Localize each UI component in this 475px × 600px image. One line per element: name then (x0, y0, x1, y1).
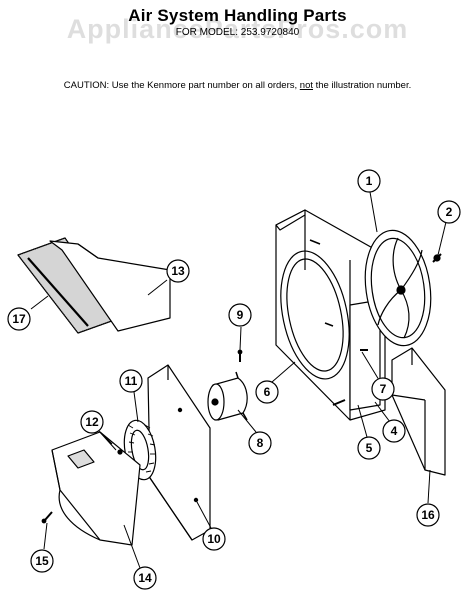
part-screw-2 (432, 253, 442, 263)
caution-emphasis: not (299, 80, 313, 91)
part-panel-16 (391, 347, 446, 476)
callout-label: 8 (257, 436, 264, 450)
callout-label: 11 (125, 374, 138, 388)
callout-label: 6 (264, 385, 271, 399)
caution-note: CAUTION: Use the Kenmore part number on … (0, 80, 475, 91)
callout-label: 7 (380, 382, 387, 396)
part-screw-15 (41, 511, 53, 524)
leader-lines (30, 191, 447, 569)
callout-label: 4 (391, 424, 398, 438)
part-filter-17 (17, 237, 121, 334)
callout-label: 16 (421, 508, 435, 522)
callout-label: 17 (12, 312, 26, 326)
diagram-title: Air System Handling Parts (128, 6, 347, 25)
callout-label: 10 (207, 532, 221, 546)
callout-circles (7, 169, 461, 590)
part-screw-9 (237, 349, 243, 362)
part-clip-12 (117, 449, 123, 455)
callout-label: 13 (171, 264, 185, 278)
callout-label: 14 (138, 571, 152, 585)
part-motor-8 (207, 371, 248, 421)
caution-prefix: CAUTION: Use the Kenmore part number on … (63, 80, 300, 91)
callout-label: 2 (446, 205, 453, 219)
caution-suffix: the illustration number. (313, 80, 412, 91)
callout-label: 9 (237, 308, 244, 322)
part-cover-13 (49, 240, 171, 332)
part-blower-housing-14 (51, 431, 141, 546)
callout-label: 12 (85, 415, 99, 429)
model-number: FOR MODEL: 253.9720840 (175, 27, 300, 38)
part-shroud-6 (275, 209, 386, 421)
callout-label: 5 (366, 441, 373, 455)
callout-label: 15 (35, 554, 49, 568)
part-motor-plate-10 (147, 364, 211, 541)
callout-label: 1 (366, 174, 373, 188)
part-fan-blade-1 (364, 229, 432, 347)
